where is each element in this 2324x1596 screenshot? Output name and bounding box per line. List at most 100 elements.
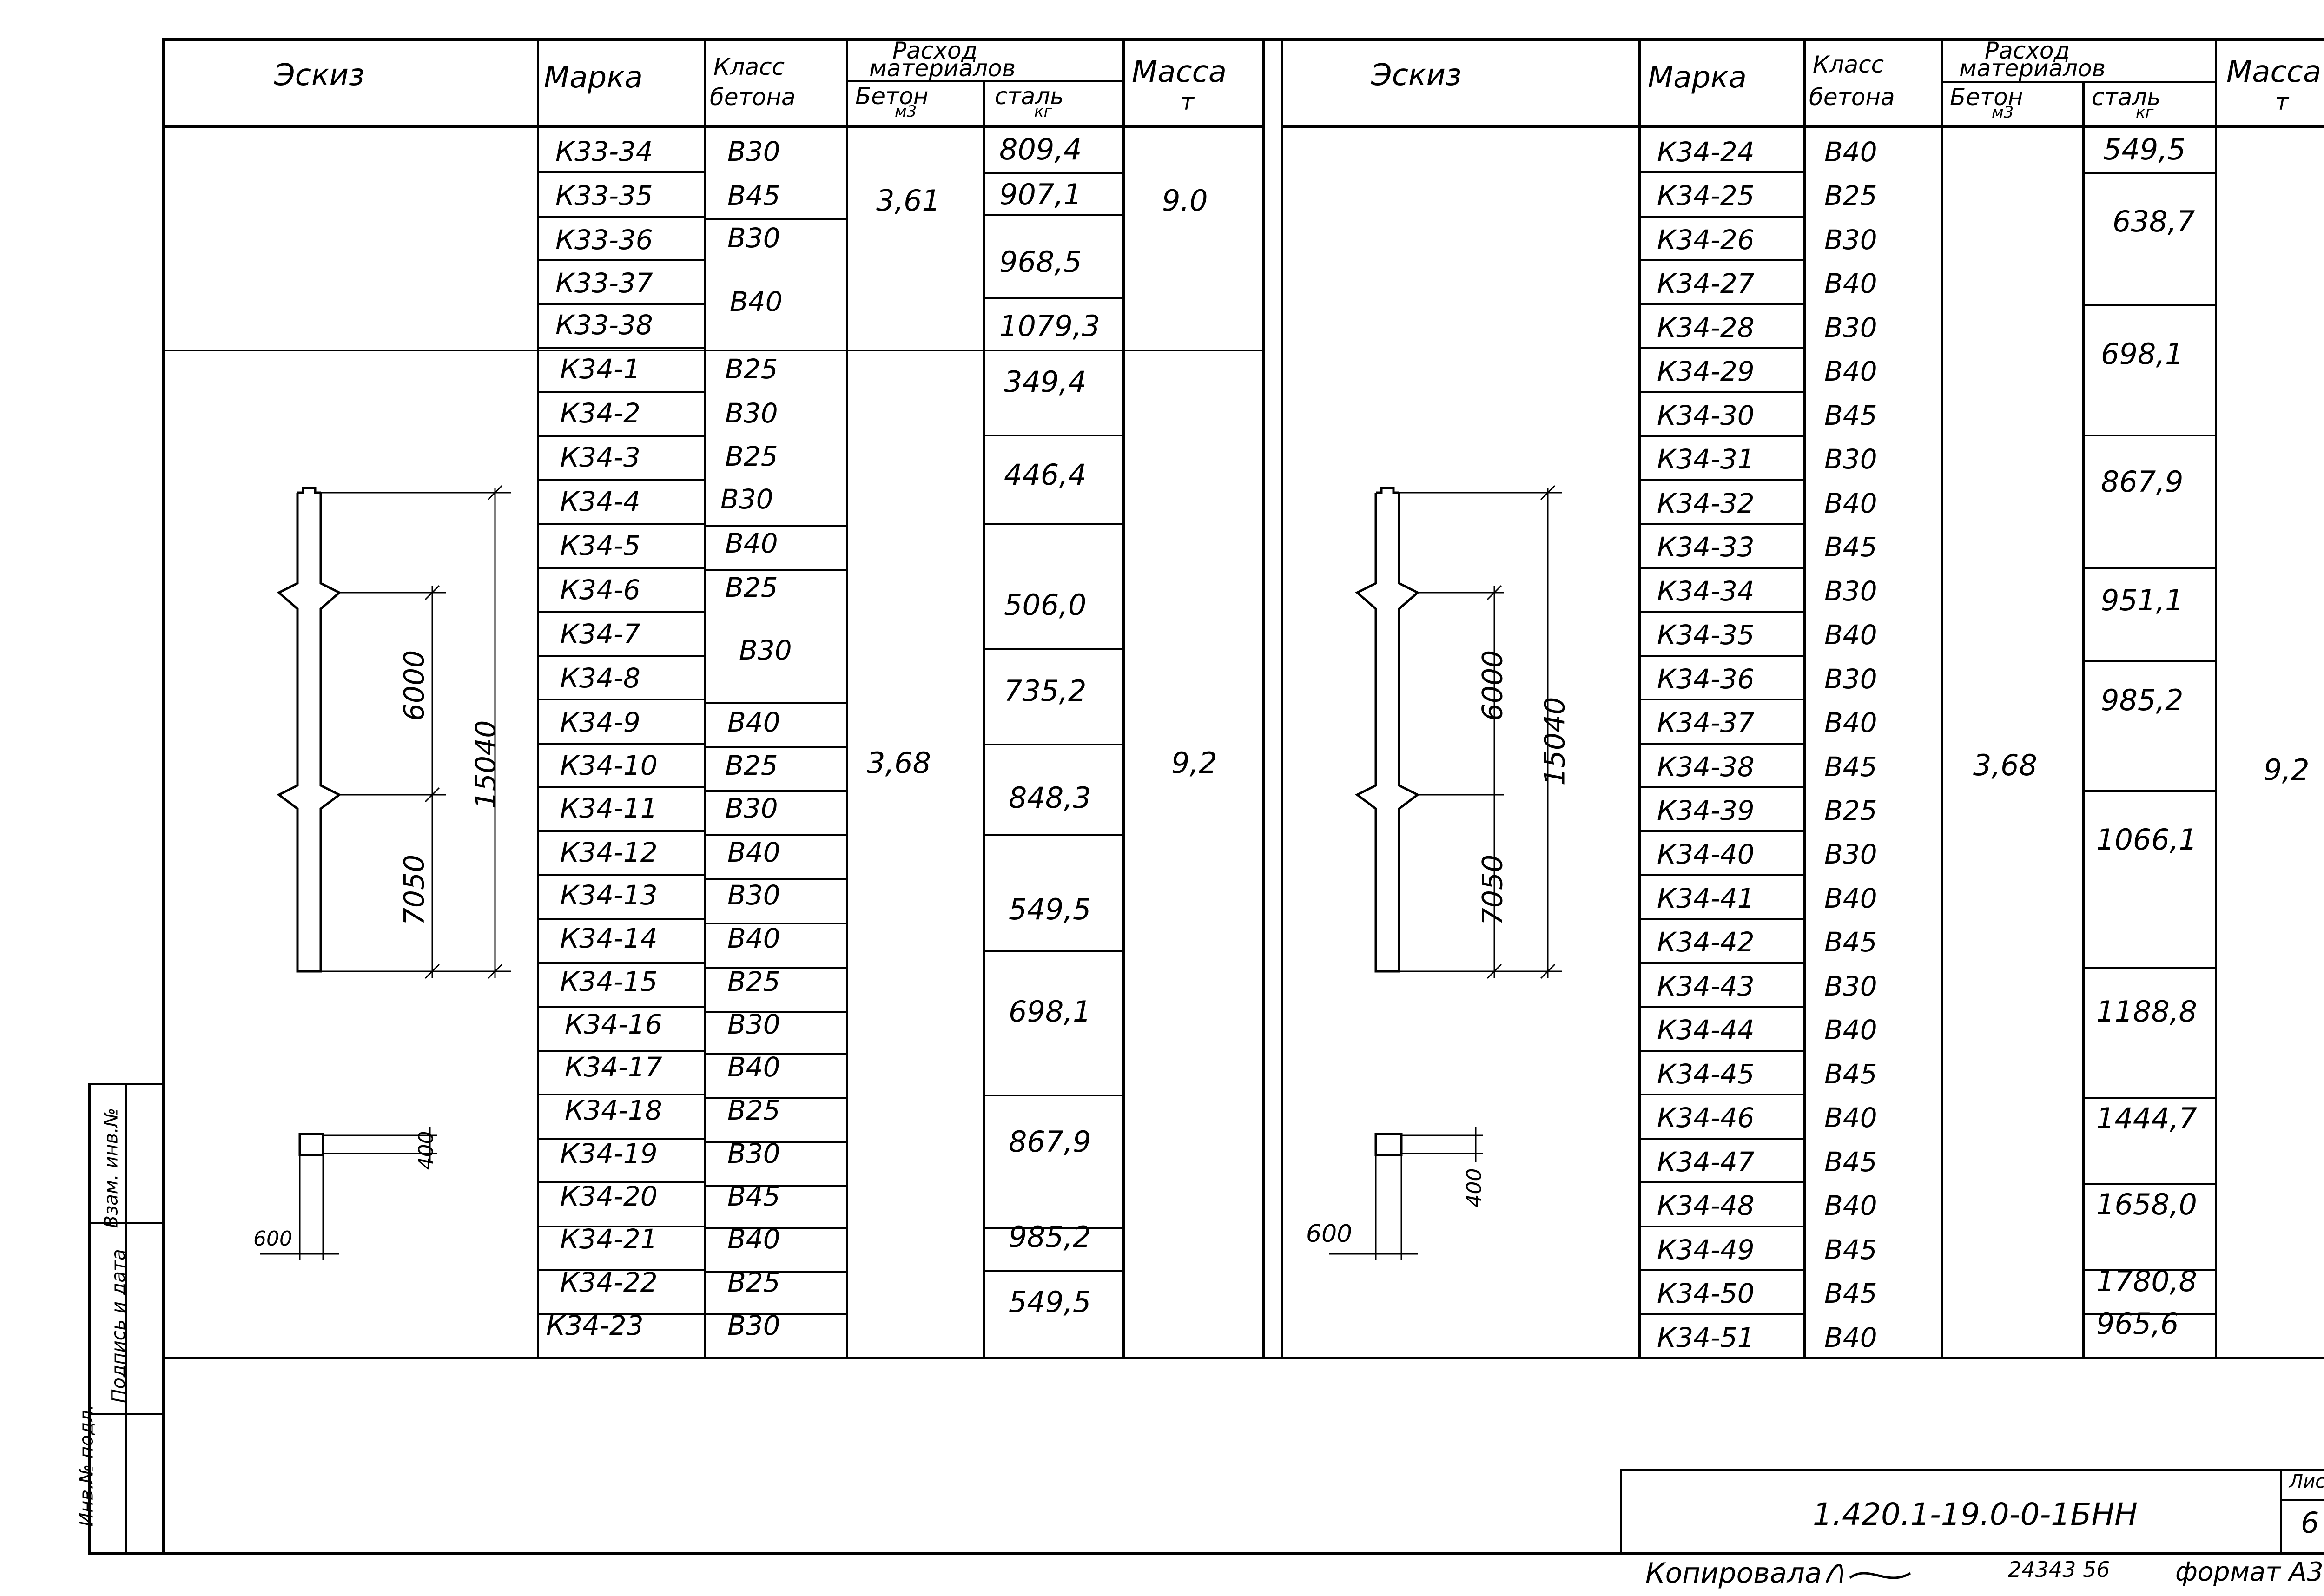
left-header-consumption-2: материалов [869, 55, 1016, 82]
right-class: В40 [1824, 707, 1877, 739]
right-steel-rule [2085, 1313, 2215, 1315]
right-steel-rule [2085, 967, 2215, 969]
left-class: В40 [727, 1051, 780, 1083]
right-mark: К34-47 [1657, 1146, 1755, 1178]
left-class-rule [706, 834, 846, 836]
frame-bottom [88, 1552, 2324, 1555]
right-header-sketch: Эскиз [1371, 58, 1462, 92]
left-class: В25 [725, 572, 778, 603]
left-mark: К34-8 [560, 662, 640, 694]
left-class: В45 [727, 180, 780, 211]
left-class: В25 [727, 1095, 780, 1126]
left-mark: К33-34 [555, 136, 653, 167]
right-mark: К34-50 [1657, 1278, 1755, 1309]
right-header-steel: сталь [2092, 84, 2161, 111]
left-steel-rule [985, 648, 1122, 650]
footer-copied: Копировала [1645, 1557, 1822, 1589]
left-header-consumption-1: Расход [892, 37, 978, 64]
right-subheader-line [1941, 81, 2215, 83]
right-mark: К34-25 [1657, 180, 1755, 211]
left-class-rule [706, 1011, 846, 1013]
right-class: В40 [1824, 268, 1877, 299]
left-class: В40 [727, 706, 780, 738]
left-mark: К34-12 [560, 837, 658, 868]
left-mark: К34-6 [560, 574, 640, 606]
right-row-rule [1638, 874, 1806, 876]
left-header-concrete: Бетон [855, 83, 929, 110]
side-stamp-replaced: Взам. инв.№ [100, 1108, 122, 1228]
left-mark: К34-4 [560, 486, 640, 517]
right-mark: К34-39 [1657, 795, 1755, 826]
left-steel: 506,0 [1004, 588, 1087, 622]
left-header-mass: Масса [1132, 55, 1227, 89]
left-mark: К34-22 [560, 1266, 658, 1298]
left-class-rule [706, 525, 846, 527]
right-class: В30 [1824, 970, 1877, 1002]
footer-number: 24343 56 [2008, 1557, 2110, 1582]
left-steel-rule [985, 297, 1122, 299]
left-row-rule [537, 786, 706, 788]
left-class: В40 [730, 286, 783, 317]
left-row-rule [537, 259, 706, 261]
left-class: В25 [727, 966, 780, 997]
right-header-mass: Масса [2226, 55, 2322, 89]
left-mark: К34-20 [560, 1181, 658, 1212]
left-class: В40 [725, 528, 778, 559]
left-steel: 1079,3 [999, 309, 1100, 343]
right-class: В40 [1824, 136, 1877, 168]
left-class-rule [706, 218, 846, 220]
right-header-class-2: бетона [1809, 84, 1895, 111]
left-header-bottom [163, 125, 1263, 128]
left-row-rule [537, 567, 706, 569]
left-row-rule [537, 216, 706, 218]
left-steel: 698,1 [1009, 995, 1091, 1029]
left-class: В30 [727, 879, 780, 911]
left-class: В30 [725, 792, 778, 824]
middle-divider-1 [1262, 38, 1265, 1358]
right-dim-section-w: 600 [1306, 1220, 1353, 1248]
right-row-rule [1638, 1006, 1806, 1008]
right-class: В25 [1824, 180, 1877, 211]
left-class-rule [706, 878, 846, 880]
left-class-rule [706, 790, 846, 792]
right-steel: 1658,0 [2096, 1187, 2197, 1221]
left-class-rule [706, 923, 846, 924]
left-mark: К34-21 [560, 1223, 658, 1255]
left-class: В30 [739, 634, 792, 666]
right-row-rule [1638, 918, 1806, 920]
left-steel-rule [985, 834, 1122, 836]
left-steel-rule [985, 214, 1122, 216]
left-steel: 809,4 [999, 132, 1082, 166]
right-mark: К34-45 [1657, 1058, 1755, 1090]
left-row-rule [537, 699, 706, 700]
right-mark: К34-34 [1657, 575, 1755, 607]
right-header-mark: Марка [1648, 60, 1747, 95]
left-steel: 446,4 [1004, 458, 1087, 492]
left-row-rule [537, 830, 706, 832]
right-class: В40 [1824, 488, 1877, 519]
right-mass: 9,2 [2264, 753, 2310, 787]
footer-format: формат А3 [2175, 1557, 2324, 1587]
right-steel: 985,2 [2101, 683, 2184, 717]
left-class-rule [706, 746, 846, 748]
right-steel: 698,1 [2101, 337, 2184, 371]
right-class: В40 [1824, 1322, 1877, 1353]
right-class: В30 [1824, 312, 1877, 343]
side-stamp-signature: Подпись и дата [108, 1249, 130, 1403]
left-concrete-group2: 3,68 [867, 746, 931, 780]
left-steel: 867,9 [1009, 1125, 1091, 1159]
right-mark: К34-27 [1657, 268, 1755, 299]
left-header-steel: сталь [995, 83, 1064, 110]
right-col-concrete [1941, 38, 1943, 1358]
right-steel: 951,1 [2101, 583, 2184, 617]
left-row-rule [537, 1138, 706, 1140]
left-mark: К34-11 [560, 792, 658, 824]
right-steel-rule [2085, 567, 2215, 569]
left-header-steel-unit: кг [1034, 102, 1052, 121]
right-mark: К34-31 [1657, 443, 1755, 475]
left-row-rule [537, 523, 706, 525]
right-steel-rule [2085, 304, 2215, 306]
right-row-rule [1638, 655, 1806, 657]
left-class-rule [706, 967, 846, 969]
right-steel-rule [2085, 660, 2215, 662]
